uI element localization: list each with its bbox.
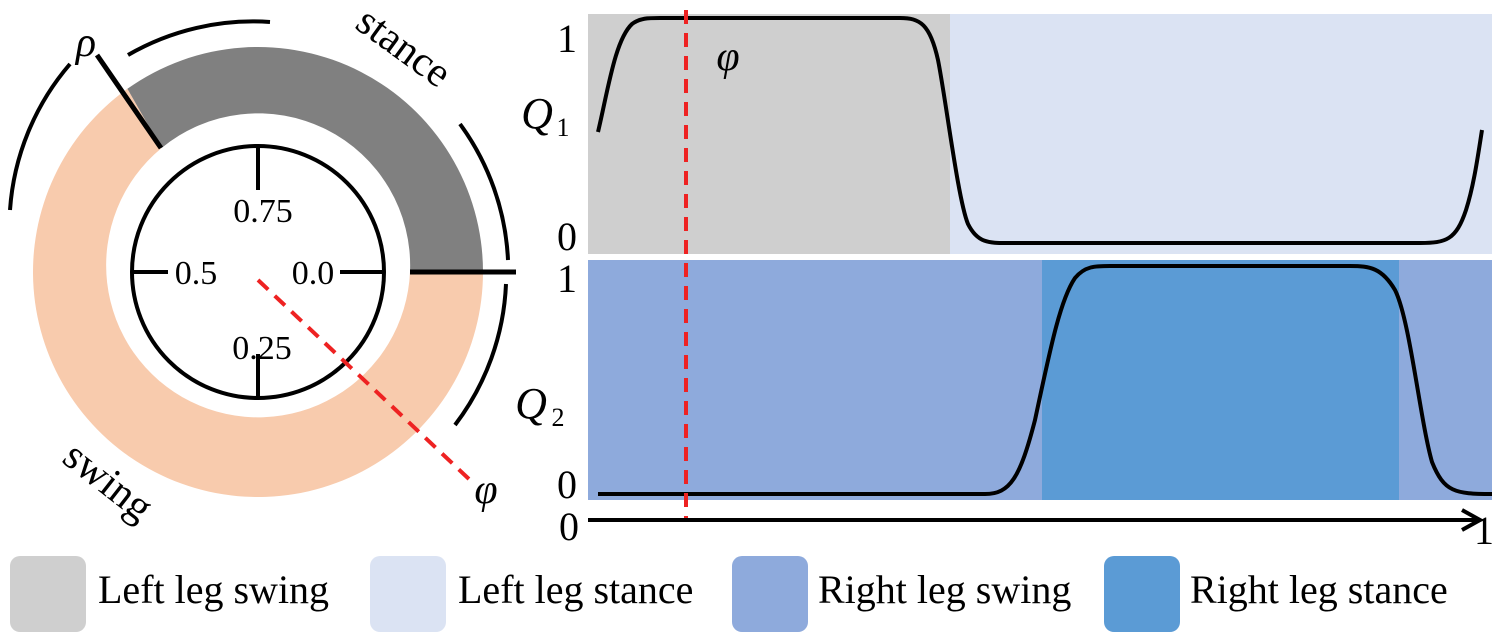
stance-outer-arc [126, 19, 271, 57]
x-axis-start-label: 0 [559, 504, 579, 549]
q2-right-stance-region [1042, 260, 1399, 500]
dial-label-top: 0.75 [233, 193, 293, 230]
dial-label-left: 0.5 [175, 255, 218, 292]
q2-axis-label: Q [515, 379, 547, 428]
q2-y-bottom-label: 0 [557, 462, 577, 507]
legend: Left leg swing Left leg stance Right leg… [0, 548, 1494, 634]
x-axis-arrowhead [1461, 508, 1485, 532]
q1-left-stance-region [950, 14, 1492, 254]
q2-right-swing-region-b [1399, 260, 1492, 500]
q1-y-top-label: 1 [557, 16, 577, 61]
q2-curve [598, 264, 1493, 496]
stance-ring-segment [127, 47, 484, 272]
swing-outer-arc-right [453, 283, 508, 427]
q2-y-top-label: 1 [557, 256, 577, 301]
q1-curve [596, 16, 1484, 246]
plot-phi-label: φ [716, 34, 739, 80]
legend-label-right-swing: Right leg swing [818, 567, 1072, 612]
q1-axis-label: Q [521, 89, 553, 138]
legend-swatch-left-swing [10, 556, 86, 632]
swing-ring-segment [33, 88, 484, 498]
legend-label-left-swing: Left leg swing [98, 567, 330, 612]
legend-label-left-stance: Left leg stance [458, 567, 694, 612]
legend-swatch-right-swing [732, 556, 808, 632]
rho-label: ρ [74, 20, 96, 66]
q1-axis-label-sub: 1 [557, 113, 570, 142]
q1-y-bottom-label: 0 [557, 214, 577, 259]
dial-phi-label: φ [474, 467, 497, 513]
legend-swatch-left-stance [370, 556, 446, 632]
swing-outer-arc [8, 62, 72, 211]
phi-dial-line [256, 278, 472, 482]
q2-axis-label-sub: 2 [552, 403, 565, 432]
stance-outer-arc-right [458, 122, 510, 261]
dial-label-right: 0.0 [292, 255, 335, 292]
q2-right-swing-region-a [588, 260, 1042, 500]
legend-swatch-right-stance [1104, 556, 1180, 632]
phase-dial: 0.75 0.0 0.25 0.5 ρ φ stance swing [8, 0, 516, 531]
rho-marker-line [94, 53, 164, 150]
q1-left-swing-region [588, 14, 950, 254]
phase-plots: φ 0 1 1 0 Q 1 1 0 Q 2 [515, 10, 1494, 553]
dial-label-bottom: 0.25 [232, 330, 292, 367]
x-axis-end-label: 1 [1474, 508, 1494, 553]
legend-label-right-stance: Right leg stance [1190, 567, 1448, 612]
